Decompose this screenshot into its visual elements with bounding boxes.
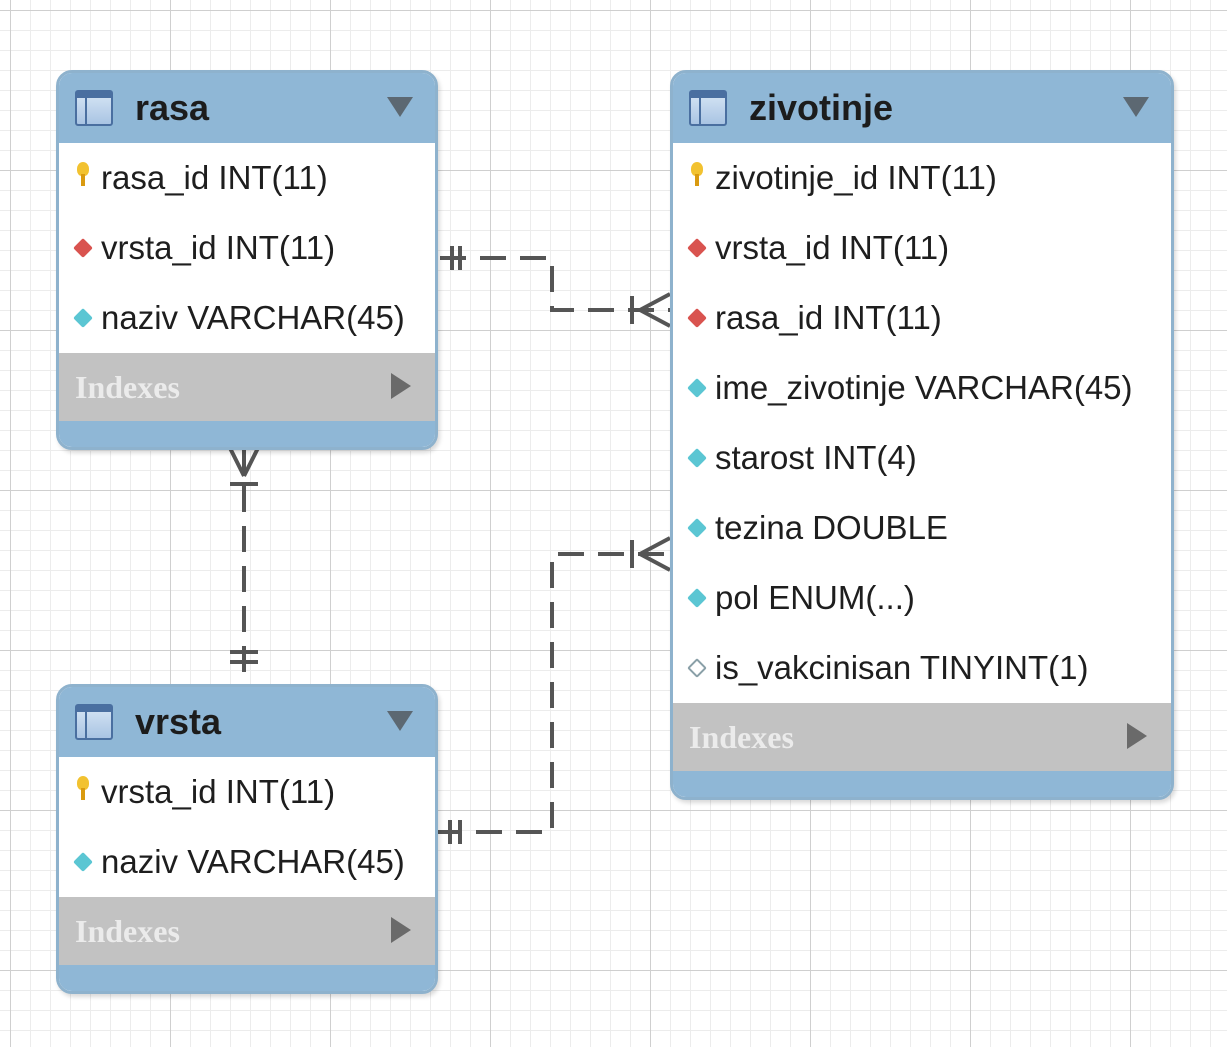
attribute-icon [73, 852, 93, 872]
indexes-label: Indexes [75, 912, 180, 949]
table-icon [75, 704, 113, 740]
entity-header[interactable]: rasa [59, 73, 435, 143]
expand-arrow-icon[interactable] [391, 917, 411, 943]
column-label: starost INT(4) [715, 439, 917, 476]
entity-rasa[interactable]: rasa rasa_id INT(11) vrsta_id INT(11) na… [56, 70, 438, 450]
column-label: ime_zivotinje VARCHAR(45) [715, 369, 1133, 406]
column-row[interactable]: rasa_id INT(11) [59, 143, 435, 213]
relationship-vrsta-rasa[interactable] [228, 446, 260, 684]
column-label: zivotinje_id INT(11) [715, 159, 997, 196]
crowfoot-mark [242, 447, 260, 477]
foreign-key-icon [73, 238, 93, 258]
indexes-label: Indexes [689, 718, 794, 755]
column-row[interactable]: ime_zivotinje VARCHAR(45) [673, 353, 1171, 423]
column-row[interactable]: rasa_id INT(11) [673, 283, 1171, 353]
primary-key-icon [687, 162, 707, 188]
entity-footer [59, 965, 435, 991]
entity-title: rasa [135, 87, 210, 128]
column-label: naziv VARCHAR(45) [101, 843, 405, 880]
crowfoot-mark [639, 292, 671, 312]
indexes-label: Indexes [75, 368, 180, 405]
entity-title: vrsta [135, 701, 222, 742]
column-row[interactable]: starost INT(4) [673, 423, 1171, 493]
attribute-icon [687, 448, 707, 468]
column-label: vrsta_id INT(11) [101, 229, 336, 266]
primary-key-icon [73, 162, 93, 188]
expand-arrow-icon[interactable] [391, 373, 411, 399]
foreign-key-icon [687, 238, 707, 258]
attribute-icon [687, 518, 707, 538]
column-row[interactable]: tezina DOUBLE [673, 493, 1171, 563]
primary-key-icon [73, 776, 93, 802]
column-row[interactable]: naziv VARCHAR(45) [59, 827, 435, 897]
indexes-section[interactable]: Indexes [59, 897, 435, 965]
collapse-arrow-icon[interactable] [1123, 97, 1149, 117]
entity-header[interactable]: vrsta [59, 687, 435, 757]
relationship-line [440, 256, 670, 312]
entity-footer [59, 421, 435, 447]
attribute-icon [687, 378, 707, 398]
column-label: rasa_id INT(11) [715, 299, 942, 336]
crowfoot-mark [639, 308, 671, 328]
crowfoot-mark [639, 536, 671, 556]
crowfoot-mark [639, 552, 671, 572]
column-row[interactable]: pol ENUM(...) [673, 563, 1171, 633]
column-row[interactable]: vrsta_id INT(11) [59, 757, 435, 827]
column-row[interactable]: vrsta_id INT(11) [59, 213, 435, 283]
column-label: vrsta_id INT(11) [715, 229, 950, 266]
table-icon [75, 90, 113, 126]
column-row[interactable]: zivotinje_id INT(11) [673, 143, 1171, 213]
expand-arrow-icon[interactable] [1127, 723, 1147, 749]
entity-zivotinje[interactable]: zivotinje zivotinje_id INT(11) vrsta_id … [670, 70, 1174, 800]
column-label: pol ENUM(...) [715, 579, 915, 616]
indexes-section[interactable]: Indexes [673, 703, 1171, 771]
indexes-section[interactable]: Indexes [59, 353, 435, 421]
relationship-line [436, 552, 670, 834]
collapse-arrow-icon[interactable] [387, 711, 413, 731]
column-label: tezina DOUBLE [715, 509, 948, 546]
column-row[interactable]: vrsta_id INT(11) [673, 213, 1171, 283]
attribute-icon [73, 308, 93, 328]
entity-header[interactable]: zivotinje [673, 73, 1171, 143]
nullable-attribute-icon [687, 658, 707, 678]
column-label: is_vakcinisan TINYINT(1) [715, 649, 1089, 686]
entity-footer [673, 771, 1171, 797]
column-label: naziv VARCHAR(45) [101, 299, 405, 336]
relationship-vrsta-zivotinje[interactable] [436, 536, 671, 844]
collapse-arrow-icon[interactable] [387, 97, 413, 117]
foreign-key-icon [687, 308, 707, 328]
column-label: rasa_id INT(11) [101, 159, 328, 196]
entity-vrsta[interactable]: vrsta vrsta_id INT(11) naziv VARCHAR(45)… [56, 684, 438, 994]
column-label: vrsta_id INT(11) [101, 773, 336, 810]
attribute-icon [687, 588, 707, 608]
relationship-rasa-zivotinje[interactable] [440, 246, 671, 328]
entity-title: zivotinje [749, 87, 894, 128]
column-row[interactable]: is_vakcinisan TINYINT(1) [673, 633, 1171, 703]
table-icon [689, 90, 727, 126]
column-row[interactable]: naziv VARCHAR(45) [59, 283, 435, 353]
crowfoot-mark [228, 447, 246, 477]
